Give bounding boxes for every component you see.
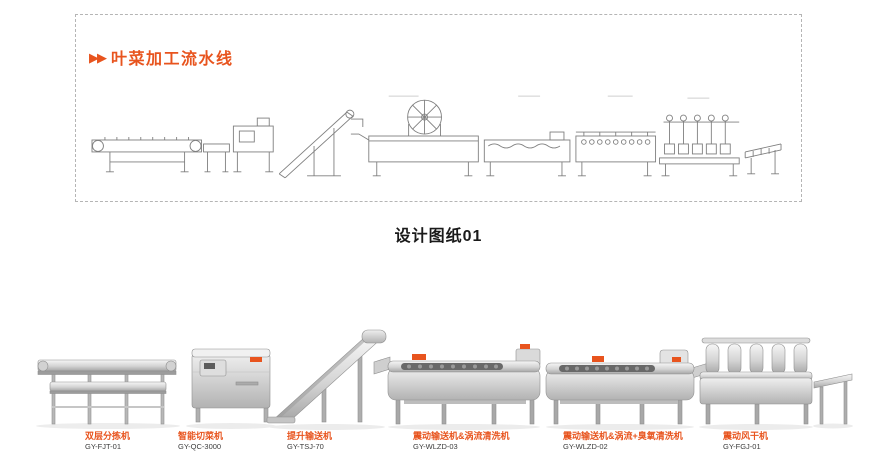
floor-shadows (36, 423, 853, 430)
schematic-sorter (91, 137, 202, 173)
schematic-dryer (659, 114, 740, 177)
machine-name: 震动风干机 (723, 431, 769, 441)
machine-label: 震动输送机&涡流清洗机 GY-WLZD-03 (413, 431, 510, 451)
machine-model: GY-WLZD-02 (563, 442, 608, 451)
schematic-annotation-marks (388, 95, 710, 99)
schematic-bubble-washer (575, 131, 657, 177)
render-cutter (191, 348, 271, 423)
render-vortex-washer (373, 344, 541, 425)
schematic-cutter (232, 117, 274, 173)
double-arrow-icon: ▶▶ (89, 49, 107, 65)
page-title: 叶菜加工流水线 (111, 51, 234, 68)
drawing-caption: 设计图纸01 (394, 228, 483, 245)
schematic-line-drawing (91, 95, 782, 179)
schematic-tank (483, 131, 571, 177)
machine-model: GY-FGJ-01 (723, 442, 761, 451)
schematic-transfer-table (203, 143, 230, 173)
render-ozone-washer (545, 349, 713, 425)
design-drawing-panel: ▶▶ 叶菜加工流水线 (75, 14, 802, 202)
machine-name: 震动输送机&涡流+臭氧清洗机 (563, 431, 683, 441)
machine-model: GY-QC-3000 (178, 442, 222, 451)
machine-label: 震动风干机 GY-FGJ-01 (723, 431, 768, 451)
machine-name: 双层分拣机 (85, 431, 131, 441)
render-sorter (37, 359, 177, 425)
machine-model: GY-WLZD-03 (413, 442, 458, 451)
render-air-dryer (699, 337, 813, 425)
schematic-end-conveyor (744, 143, 782, 175)
machine-name: 震动输送机&涡流清洗机 (413, 431, 510, 441)
machine-label: 智能切菜机 GY-QC-3000 (178, 431, 223, 451)
machine-model: GY-TSJ-70 (287, 442, 324, 451)
section-title: ▶▶ 叶菜加工流水线 (89, 45, 234, 69)
render-incline-conveyor (266, 329, 387, 424)
schematic-incline-conveyor (278, 109, 364, 179)
equipment-render (36, 329, 853, 430)
machine-label: 双层分拣机 GY-FJT-01 (85, 431, 130, 451)
render-outfeed-conveyor (813, 373, 853, 425)
machine-label: 震动输送机&涡流+臭氧清洗机 GY-WLZD-02 (563, 431, 683, 451)
machine-name: 智能切菜机 (178, 431, 224, 441)
schematic-reel-washer (350, 99, 479, 177)
machine-name: 提升输送机 (287, 431, 333, 441)
machine-model: GY-FJT-01 (85, 442, 121, 451)
machine-label: 提升输送机 GY-TSJ-70 (287, 431, 332, 451)
